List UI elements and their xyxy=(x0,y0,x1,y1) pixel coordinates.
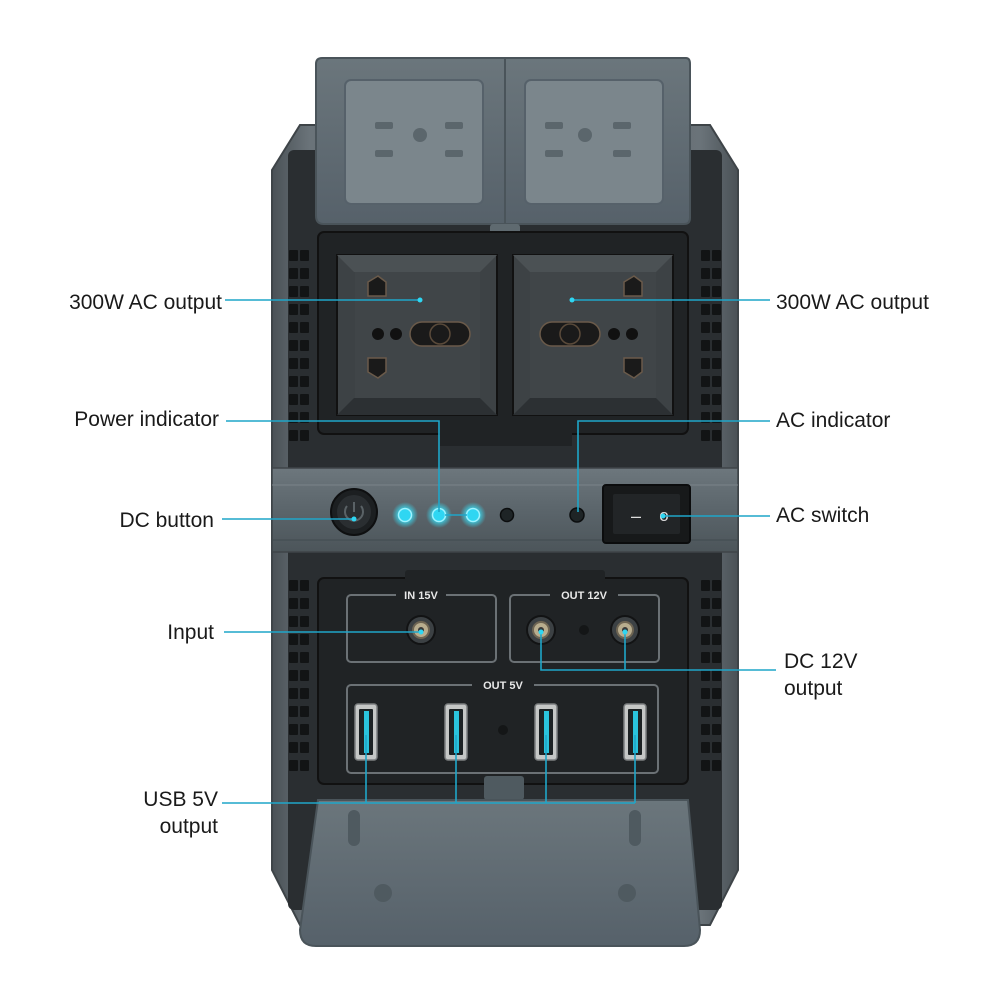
out-12v-label: OUT 12V xyxy=(561,590,608,602)
leader-power-indicator xyxy=(226,420,440,512)
in-15v-label: IN 15V xyxy=(404,590,438,602)
dc-port-cover[interactable] xyxy=(298,776,702,947)
usb-port-1[interactable] xyxy=(354,703,378,761)
leader-dots xyxy=(351,297,666,635)
usb-5v-output-group: OUT 5V xyxy=(346,679,659,774)
power-led-4 xyxy=(499,507,515,523)
dc-power-button[interactable] xyxy=(330,488,378,536)
ac-indicator-led xyxy=(569,507,585,523)
callout-ac-output-left: 300W AC output xyxy=(69,291,222,314)
switch-off-symbol: – xyxy=(631,506,641,526)
power-led-3 xyxy=(460,502,486,528)
callout-ac-indicator: AC indicator xyxy=(776,409,891,432)
callout-input: Input xyxy=(167,621,214,644)
ac-socket-right[interactable] xyxy=(512,254,674,416)
right-vents xyxy=(701,250,721,771)
usb-ports xyxy=(354,703,647,761)
callout-usb-5v-line1: USB 5V xyxy=(143,788,218,811)
callout-usb-5v-line2: output xyxy=(159,815,218,838)
dc-12v-indicator xyxy=(579,625,589,635)
usb-port-2[interactable] xyxy=(444,703,468,761)
ac-socket-left[interactable] xyxy=(336,254,498,416)
left-vents xyxy=(289,250,309,771)
callout-ac-output-right: 300W AC output xyxy=(776,291,929,314)
ac-rocker-switch[interactable]: – o xyxy=(602,484,691,544)
usb-indicator xyxy=(498,725,508,735)
usb-port-3[interactable] xyxy=(534,703,558,761)
callout-dc-12v-line2: output xyxy=(784,677,843,700)
callout-ac-switch: AC switch xyxy=(776,504,870,527)
callout-dc-12v-output: DC 12V output xyxy=(784,648,858,702)
callout-usb-5v-output: USB 5V output xyxy=(143,786,218,840)
callout-dc-button: DC button xyxy=(119,509,214,532)
callout-dc-12v-line1: DC 12V xyxy=(784,650,858,673)
power-indicator-leds xyxy=(392,502,515,528)
ac-outlet-cover[interactable] xyxy=(315,57,691,240)
leader-dc-12v xyxy=(540,632,776,671)
leader-lines xyxy=(222,299,776,804)
callout-power-indicator: Power indicator xyxy=(74,408,219,431)
leader-ac-indicator xyxy=(577,420,770,512)
out-5v-label: OUT 5V xyxy=(483,680,523,692)
power-led-1 xyxy=(392,502,418,528)
usb-port-4[interactable] xyxy=(623,703,647,761)
